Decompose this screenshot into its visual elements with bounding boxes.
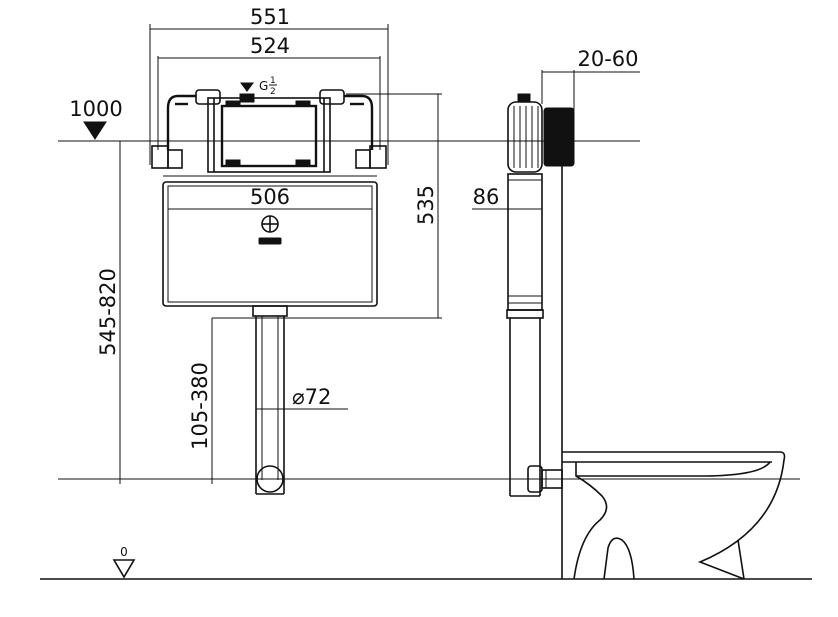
level-marker-1000-icon: [83, 121, 107, 140]
clip-2: [295, 100, 311, 107]
toilet-bowl-inner: [576, 461, 771, 477]
reference-lines: [40, 140, 812, 580]
floor-level-label: 0: [120, 545, 128, 559]
dim-label-506: 506: [250, 185, 290, 209]
side-cistern-top: [507, 101, 543, 173]
flush-plate-side: [543, 107, 575, 167]
left-bracket: [151, 145, 169, 169]
flush-button-plate: [258, 237, 282, 245]
dim-label-20-60: 20-60: [577, 47, 638, 71]
left-bracket-plate: [167, 149, 183, 169]
side-inlet-cap: [517, 93, 531, 103]
inlet-arrow-icon: [240, 82, 254, 92]
level-label-1000: 1000: [69, 97, 122, 121]
dim-label-551: 551: [250, 5, 290, 29]
outlet-connector: [252, 305, 288, 317]
inlet-thread-label: G: [259, 79, 268, 93]
toilet-trap: [573, 462, 608, 580]
pipe-outlet-circle: [256, 465, 284, 493]
right-bracket: [369, 145, 387, 169]
cistern-upper: [207, 97, 331, 173]
clip-4: [295, 159, 311, 166]
frame-right-tube: [344, 94, 374, 150]
cistern-tank-inner: [167, 185, 373, 303]
inlet-fraction-den: 2: [270, 87, 276, 97]
dim-label-86: 86: [473, 185, 500, 209]
floor-marker-icon: [112, 559, 136, 579]
toilet-bowl-outline: [562, 451, 786, 580]
front-view: 551 524 G 1 2: [69, 5, 442, 579]
side-tank-base: [506, 309, 544, 319]
cistern-window: [220, 104, 318, 168]
clip-3: [225, 159, 241, 166]
dim-label-535: 535: [414, 185, 438, 225]
frame-left-tube: [166, 94, 196, 150]
side-view: 20-60 86: [472, 47, 786, 580]
side-cistern-tank: [507, 173, 543, 311]
toilet-front-foot: [737, 539, 745, 580]
dim-label-524: 524: [250, 34, 290, 58]
right-hook: [319, 89, 345, 105]
dim-label-105-380: 105-380: [188, 362, 212, 450]
dim-label-545-820: 545-820: [96, 268, 120, 356]
right-bracket-plate: [355, 149, 371, 169]
inlet-valve: [239, 93, 255, 103]
dim-label-72: ⌀72: [292, 385, 331, 409]
inlet-fraction-num: 1: [270, 76, 276, 86]
clip-1: [225, 100, 241, 107]
toilet-foot-cavity: [603, 537, 635, 580]
connector-pipe: [541, 469, 563, 489]
